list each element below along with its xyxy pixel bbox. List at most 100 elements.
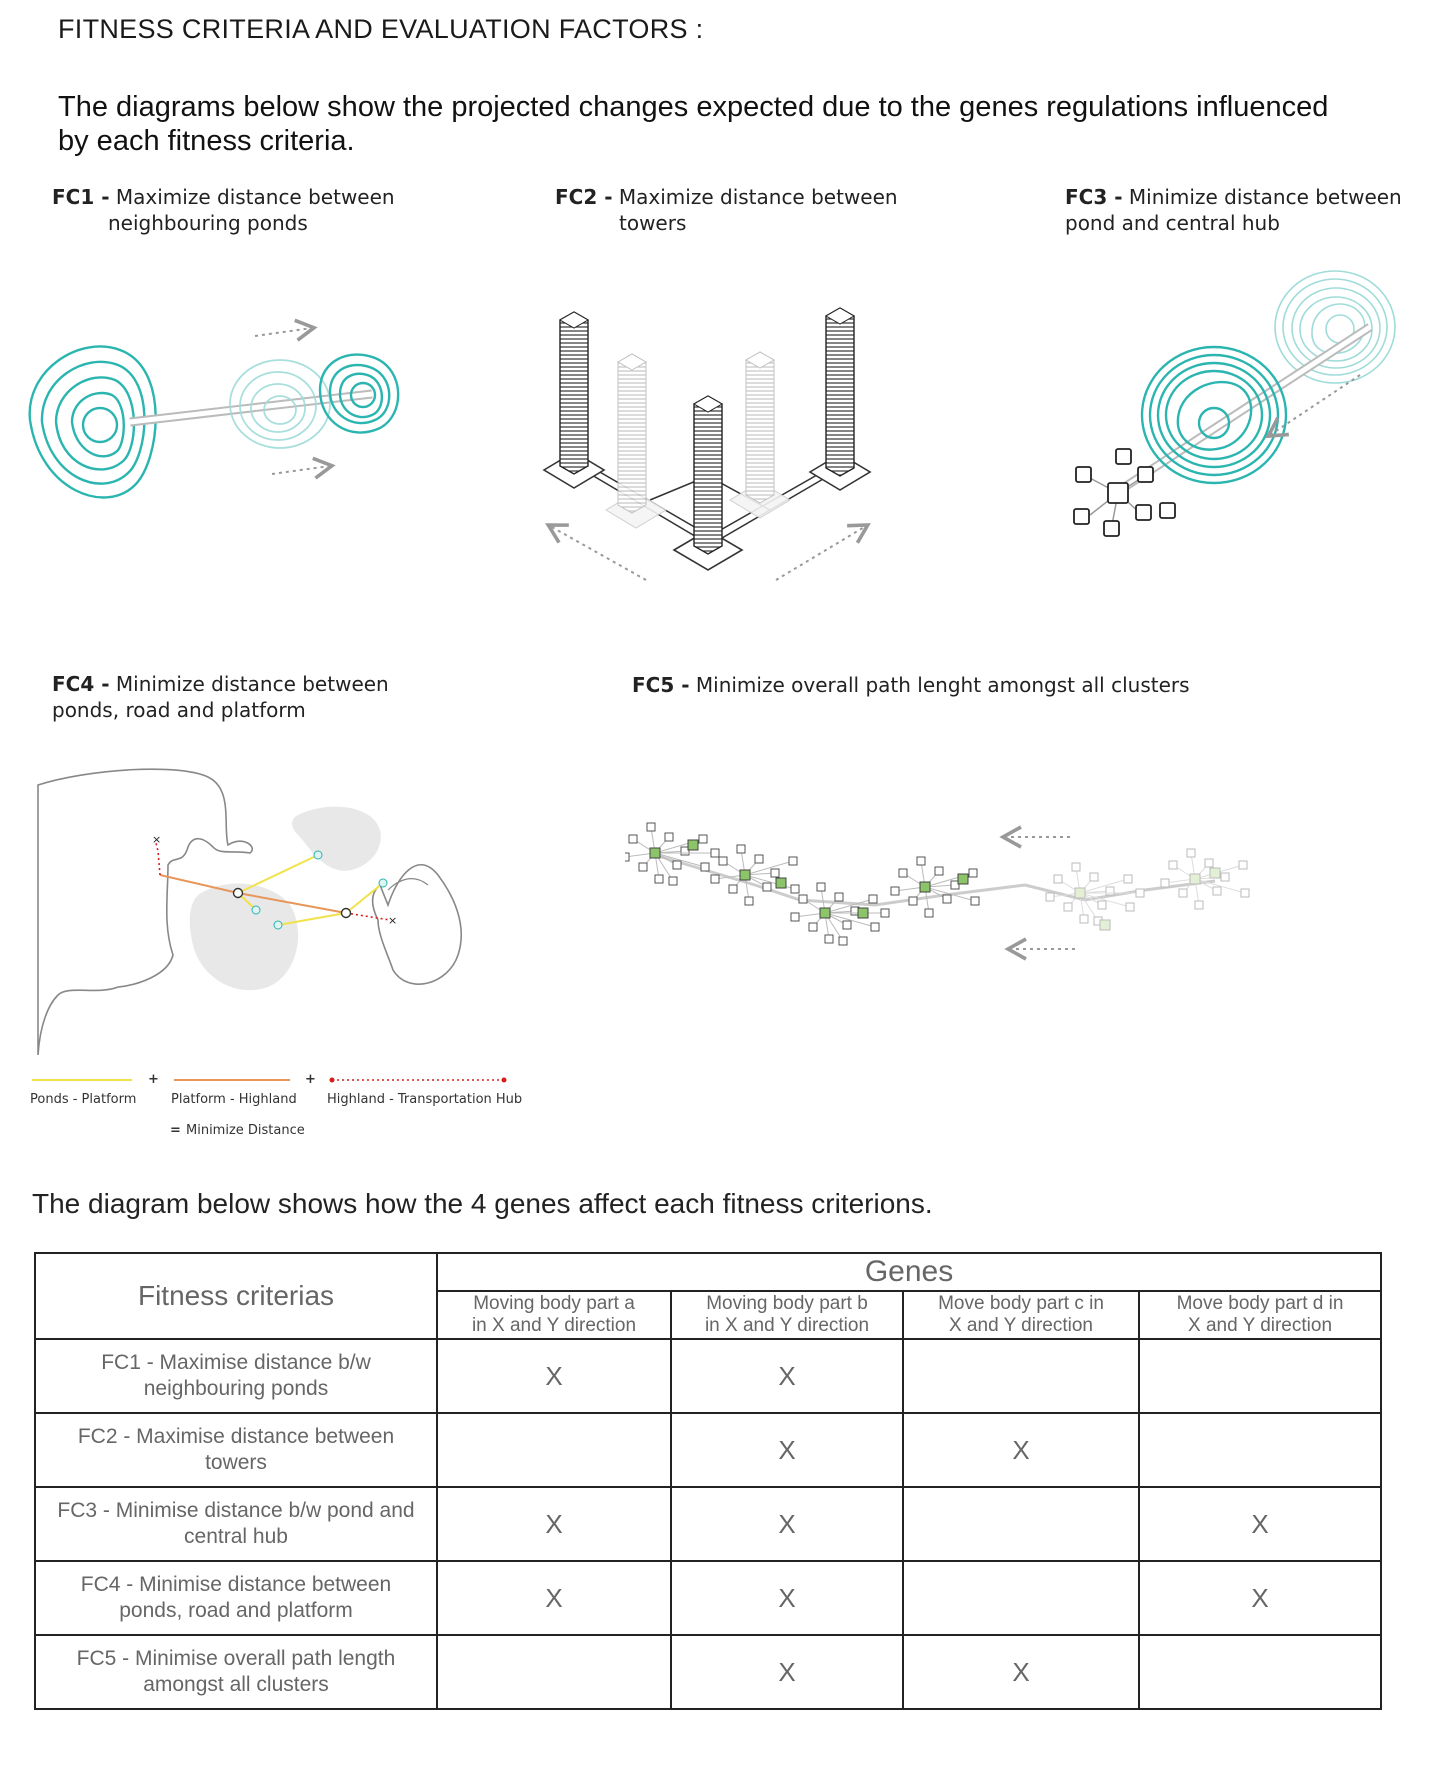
cluster-hub-node bbox=[957, 873, 969, 885]
fc3-line1: Minimize distance between bbox=[1128, 185, 1402, 209]
cluster-node bbox=[908, 896, 918, 906]
cluster-node bbox=[788, 856, 798, 866]
cluster-node bbox=[1063, 902, 1073, 912]
cluster-node bbox=[870, 922, 880, 932]
legend-plus-2: + bbox=[305, 1072, 316, 1087]
hub-marker-right: × bbox=[388, 914, 397, 927]
gene-mark-cell bbox=[902, 1560, 1140, 1636]
fc1-line1: Maximize distance between bbox=[115, 185, 395, 209]
cluster-node bbox=[728, 884, 738, 894]
cluster-node bbox=[700, 862, 710, 872]
gene-mark-cell: X bbox=[670, 1634, 904, 1710]
cluster-node bbox=[1125, 902, 1135, 912]
pond-points bbox=[251, 850, 388, 930]
cluster-node bbox=[638, 862, 648, 872]
row-label-line2: neighbouring ponds bbox=[143, 1377, 329, 1400]
gene-mark-cell bbox=[902, 1486, 1140, 1562]
cluster-node bbox=[1079, 914, 1089, 924]
table-body: FC1 - Maximise distance b/w neighbouring … bbox=[34, 1338, 1383, 1710]
pond-right bbox=[318, 353, 400, 434]
gene-header-line2: X and Y direction bbox=[1188, 1315, 1333, 1336]
gene-mark-cell: X bbox=[436, 1486, 672, 1562]
cluster-node bbox=[718, 856, 728, 866]
gene-mark-cell: X bbox=[670, 1560, 904, 1636]
cluster-node bbox=[1160, 878, 1170, 888]
fc4-map-diagram: × × bbox=[37, 768, 462, 1056]
cluster-node bbox=[710, 874, 720, 884]
cluster-node bbox=[770, 868, 780, 878]
cluster-node bbox=[668, 876, 678, 886]
gene-mark-cell: X bbox=[670, 1338, 904, 1414]
gene-header-line2: X and Y direction bbox=[948, 1315, 1093, 1336]
cluster-node bbox=[1220, 872, 1230, 882]
gene-mark-cell bbox=[436, 1634, 672, 1710]
cluster-node bbox=[1123, 874, 1133, 884]
cluster-node bbox=[664, 832, 674, 842]
cluster-node bbox=[762, 882, 772, 892]
hub-marker-left: × bbox=[152, 833, 161, 846]
cluster-node bbox=[942, 894, 952, 904]
fc5-title: FC5 - Minimize overall path lenght among… bbox=[632, 672, 1190, 698]
legend-ponds-platform: Ponds - Platform bbox=[30, 1092, 137, 1107]
row-label-line2: central hub bbox=[184, 1525, 288, 1548]
cluster-hub-node bbox=[1189, 873, 1201, 885]
row-label-line1: FC1 - Maximise distance b/w bbox=[101, 1351, 371, 1374]
cluster-link bbox=[1079, 892, 1131, 908]
fc1-ponds-diagram bbox=[28, 318, 400, 499]
arrow-right-top bbox=[254, 318, 318, 342]
cluster-node bbox=[736, 844, 746, 854]
cluster-link bbox=[744, 874, 796, 890]
cluster-node bbox=[1168, 860, 1178, 870]
cluster-node bbox=[816, 882, 826, 892]
cluster-hub-node bbox=[1074, 887, 1086, 899]
genes-table: Fitness criterias Genes Moving body part… bbox=[34, 1252, 1383, 1710]
cluster-hub-node bbox=[739, 869, 751, 881]
gene-mark-cell: X bbox=[1137, 1486, 1383, 1562]
cluster-node bbox=[916, 856, 926, 866]
cluster-node bbox=[754, 854, 764, 864]
cluster-node bbox=[1212, 886, 1222, 896]
cluster-node bbox=[880, 908, 890, 918]
row-label: FC1 - Maximise distance b/w neighbouring … bbox=[34, 1338, 438, 1414]
row-label-line1: FC4 - Minimise distance between bbox=[80, 1573, 392, 1596]
highland-hub-line-left bbox=[155, 842, 161, 876]
gene-mark-cell: X bbox=[902, 1634, 1140, 1710]
cluster-node bbox=[1204, 858, 1214, 868]
cluster-node bbox=[842, 920, 852, 930]
platform-points bbox=[232, 887, 352, 919]
fc2-line2: towers bbox=[619, 211, 687, 235]
tower-right bbox=[808, 307, 872, 491]
land-blob-top bbox=[292, 806, 381, 871]
legend-platform-highland: Platform - Highland bbox=[171, 1092, 297, 1107]
fc2-code: FC2 - bbox=[555, 185, 613, 209]
cluster-hub-node bbox=[1209, 867, 1221, 879]
cluster-node bbox=[680, 846, 690, 856]
fc4-line1: Minimize distance between bbox=[115, 672, 389, 696]
cluster-node bbox=[1089, 872, 1099, 882]
cluster-node bbox=[1238, 860, 1248, 870]
fc4-legend-lines bbox=[32, 1077, 507, 1083]
gene-mark-cell bbox=[902, 1338, 1140, 1414]
gene-mark-cell bbox=[436, 1412, 672, 1488]
row-label-line2: towers bbox=[205, 1451, 267, 1474]
cluster-link bbox=[744, 860, 794, 876]
arrow-right-down bbox=[775, 523, 871, 581]
cluster-node bbox=[934, 866, 944, 876]
fc2-towers-diagram bbox=[542, 307, 872, 581]
cluster-node bbox=[1186, 848, 1196, 858]
cluster-node bbox=[790, 884, 800, 894]
gene-header-line2: in X and Y direction bbox=[704, 1315, 870, 1336]
gene-mark-cell bbox=[1137, 1412, 1383, 1488]
cluster-node bbox=[1053, 874, 1063, 884]
cluster-node bbox=[808, 922, 818, 932]
cluster-hub-node bbox=[775, 877, 787, 889]
